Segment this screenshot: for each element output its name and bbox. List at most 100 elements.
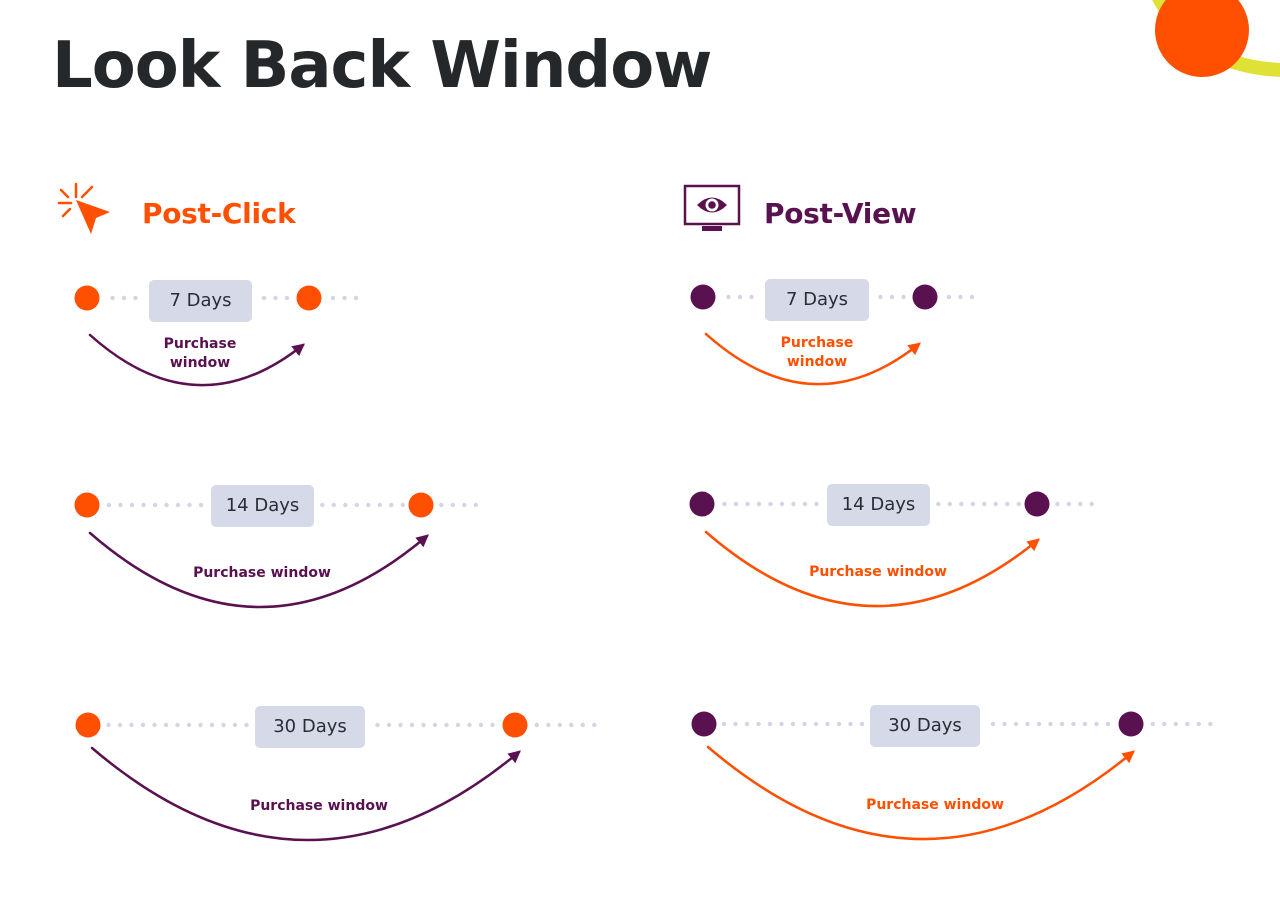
post-click-30-dot bbox=[546, 722, 551, 728]
post-click-14-dot bbox=[320, 502, 325, 508]
post-view-30-dot bbox=[1185, 721, 1190, 727]
post-click-14-dot bbox=[164, 502, 169, 508]
post-click-14-dot bbox=[175, 502, 181, 508]
post-view-14-dot bbox=[936, 501, 941, 507]
post-view-14-start-node bbox=[689, 491, 715, 517]
post-view-30-dot bbox=[825, 721, 830, 727]
post-view-30-start-node bbox=[691, 711, 717, 737]
post-view-30-dot bbox=[802, 721, 807, 727]
click-pointer-icon bbox=[56, 182, 112, 238]
post-view-30-dot bbox=[990, 721, 996, 727]
post-click-7-start-node bbox=[74, 285, 100, 311]
post-click-30-dot bbox=[386, 722, 392, 728]
post-click-30-dot bbox=[432, 722, 438, 728]
post-view-14-dot bbox=[982, 501, 987, 507]
post-view-30-dot bbox=[836, 721, 842, 727]
post-view-7-dot bbox=[889, 294, 895, 300]
post-view-7-dot bbox=[878, 294, 883, 300]
post-view-14-dot bbox=[1005, 501, 1010, 507]
post-click-30-purchase-label: Purchase window bbox=[250, 798, 388, 814]
post-click-title: Post-Click bbox=[142, 197, 296, 230]
post-view-30-dot bbox=[1071, 721, 1076, 727]
post-click-30-dot bbox=[117, 722, 123, 728]
post-click-14-dot bbox=[343, 502, 348, 508]
post-view-30-dot bbox=[733, 721, 738, 727]
post-click-30-days-box: 30 Days bbox=[255, 706, 365, 748]
post-click-30-dot bbox=[478, 722, 484, 728]
post-click-30-dot bbox=[444, 722, 449, 728]
post-click-30-dot bbox=[569, 722, 574, 728]
post-view-14-purchase-label: Purchase window bbox=[809, 564, 947, 580]
post-click-7-purchase-arrow bbox=[88, 333, 305, 387]
post-view-7-days-box: 7 Days bbox=[765, 279, 869, 321]
post-view-30-dot bbox=[721, 721, 727, 727]
post-click-7-dot bbox=[261, 295, 267, 301]
post-click-14-days-box: 14 Days bbox=[211, 485, 314, 527]
post-click-30-dot bbox=[232, 722, 238, 728]
post-click-30-dot bbox=[221, 722, 226, 728]
post-view-7-start-node bbox=[690, 284, 716, 310]
post-view-14-dot bbox=[791, 501, 796, 507]
post-view-30-dot bbox=[813, 721, 819, 727]
post-view-30-dot bbox=[1036, 721, 1042, 727]
post-view-30-dot bbox=[790, 721, 796, 727]
post-view-30-dot bbox=[1196, 721, 1202, 727]
post-view-30-dot bbox=[1048, 721, 1053, 727]
post-click-7-dot bbox=[273, 295, 278, 301]
post-click-14-dot bbox=[187, 502, 192, 508]
post-click-30-dot bbox=[421, 722, 426, 728]
post-view-14-dot bbox=[970, 501, 975, 507]
post-view-14-dot bbox=[722, 501, 727, 507]
timelines bbox=[74, 284, 1213, 842]
post-click-30-dot bbox=[186, 722, 192, 728]
post-view-14-dot bbox=[733, 501, 739, 507]
post-view-7-dot bbox=[901, 294, 906, 300]
post-view-7-purchase-label: Purchase window bbox=[780, 335, 854, 370]
post-click-30-dot bbox=[467, 722, 472, 728]
post-click-7-dot bbox=[284, 295, 290, 301]
post-view-14-dot bbox=[768, 501, 773, 507]
post-click-7-dot bbox=[133, 295, 138, 301]
post-view-30-dot bbox=[744, 721, 750, 727]
post-view-30-dot bbox=[848, 721, 853, 727]
post-click-30-dot bbox=[106, 722, 111, 728]
post-click-30-dot bbox=[198, 722, 203, 728]
post-click-14-dot bbox=[400, 502, 405, 508]
post-click-7-dot bbox=[121, 295, 127, 301]
post-click-14-dot bbox=[462, 502, 467, 508]
post-click-7-dot bbox=[353, 295, 359, 301]
post-click-30-dot bbox=[409, 722, 415, 728]
post-click-14-end-node bbox=[408, 492, 434, 518]
post-view-30-end-node bbox=[1118, 711, 1144, 737]
post-view-30-dot bbox=[1002, 721, 1007, 727]
post-click-14-dot bbox=[450, 502, 455, 508]
post-view-30-dot bbox=[1208, 721, 1213, 727]
post-view-30-dot bbox=[1082, 721, 1088, 727]
post-view-14-end-node bbox=[1024, 491, 1050, 517]
post-view-7-dot bbox=[969, 294, 975, 300]
post-click-14-purchase-label: Purchase window bbox=[193, 565, 331, 581]
post-view-7-dot bbox=[737, 294, 743, 300]
post-click-14-dot bbox=[439, 502, 444, 508]
post-view-30-dot bbox=[1173, 721, 1179, 727]
post-click-14-dot bbox=[331, 502, 336, 508]
post-view-30-dot bbox=[756, 721, 761, 727]
post-click-14-dot bbox=[118, 502, 123, 508]
post-view-7-dot bbox=[749, 294, 754, 300]
post-click-14-dot bbox=[377, 502, 382, 508]
post-view-7-dot bbox=[946, 294, 952, 300]
post-view-30-dot bbox=[779, 721, 784, 727]
post-view-14-dot bbox=[959, 501, 964, 507]
post-view-30-dot bbox=[1162, 721, 1167, 727]
post-view-30-dot bbox=[1094, 721, 1099, 727]
post-click-7-dot bbox=[330, 295, 336, 301]
orange-sun-circle bbox=[1155, 0, 1249, 77]
post-view-30-dot bbox=[767, 721, 773, 727]
post-click-30-dot bbox=[175, 722, 180, 728]
post-click-7-end-node bbox=[296, 285, 322, 311]
post-view-7-dot bbox=[726, 294, 731, 300]
post-click-30-dot bbox=[163, 722, 169, 728]
post-click-30-start-node bbox=[75, 712, 101, 738]
